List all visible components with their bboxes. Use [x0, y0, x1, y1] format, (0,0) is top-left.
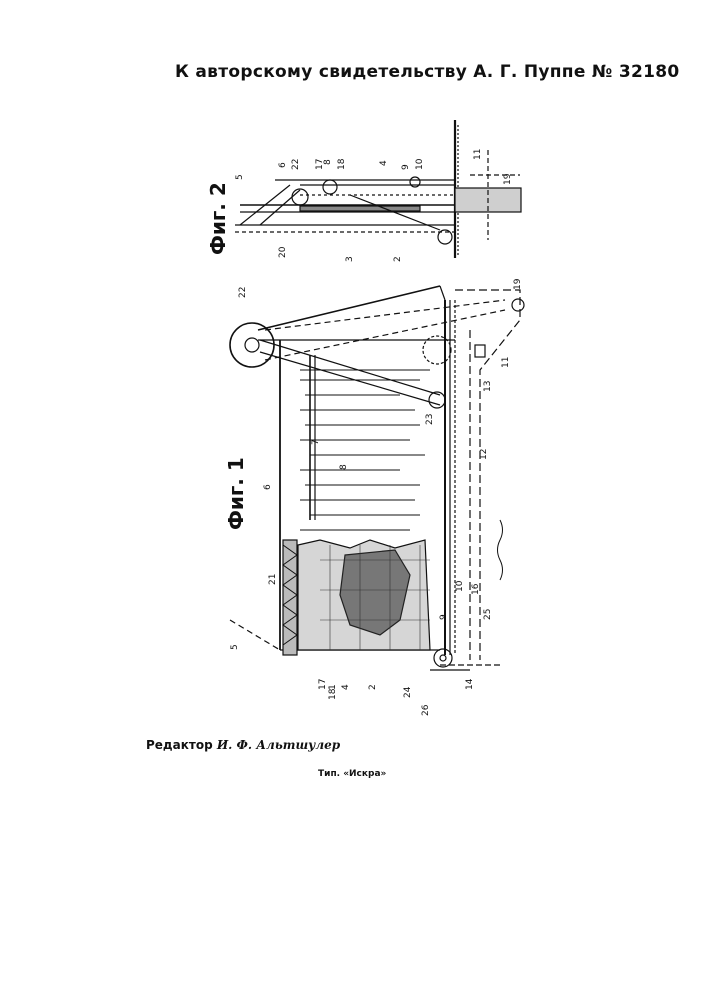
callout: 4	[379, 160, 389, 166]
callout: 25	[483, 609, 493, 620]
callout: 22	[291, 159, 301, 170]
callout: 3	[345, 256, 355, 262]
editor-name: И. Ф. Альтшулер	[217, 738, 340, 752]
callout: 23	[425, 414, 435, 425]
callout: 5	[230, 644, 240, 650]
editor-label: Редактор	[146, 738, 213, 752]
callout: 6	[263, 484, 273, 490]
callout: 18	[328, 688, 338, 700]
editor-credit: Редактор И. Ф. Альтшулер	[146, 738, 340, 752]
callout: 21	[268, 574, 278, 585]
callout: 7	[311, 439, 321, 445]
callout: 26	[421, 704, 431, 716]
callout: 19	[503, 173, 513, 185]
figure-2	[235, 120, 521, 258]
callout: 9	[439, 614, 449, 620]
callout: 16	[471, 583, 481, 595]
callout: 8	[339, 464, 349, 470]
callout: 9	[401, 164, 411, 170]
callout: 10	[415, 158, 425, 170]
callout: 22	[238, 287, 248, 298]
figure-1-label: Фиг. 1	[224, 457, 248, 530]
callout: 17	[315, 159, 325, 170]
callout: 10	[455, 580, 465, 592]
callout: 14	[465, 678, 475, 690]
callout: 24	[403, 686, 413, 698]
printer-credit: Тип. «Искра»	[318, 769, 386, 779]
callout: 11	[501, 357, 511, 368]
callout: 12	[479, 449, 489, 460]
figure-2-label: Фиг. 2	[206, 182, 230, 255]
callout: 4	[341, 684, 351, 690]
callout: 2	[393, 256, 403, 262]
callout: 6	[278, 162, 288, 168]
callout: 13	[483, 381, 493, 392]
callout: 18	[337, 158, 347, 170]
callout: 19	[513, 278, 523, 290]
callout: 20	[278, 246, 288, 258]
callout: 17	[318, 679, 328, 690]
callout: 2	[368, 684, 378, 690]
callout: 11	[473, 149, 483, 160]
figure-1	[230, 286, 524, 670]
callout: 5	[235, 174, 245, 180]
